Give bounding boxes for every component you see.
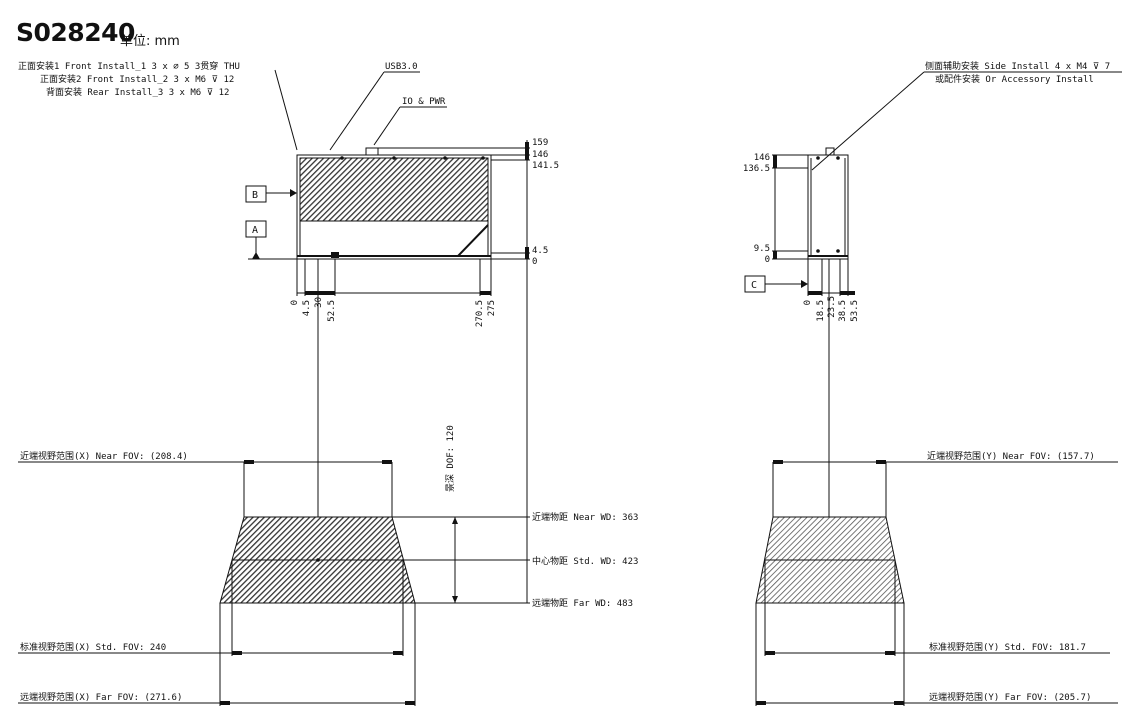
model-title: S028240 — [16, 18, 135, 47]
dim-4-5: 4.5 — [532, 246, 548, 256]
usb-label: USB3.0 — [385, 62, 418, 72]
usb-connector — [365, 147, 379, 156]
fov-x-diagram: 近端物距 Near WD: 363 中心物距 Std. WD: 423 远端物距… — [18, 450, 638, 706]
datum-a-label: A — [252, 225, 258, 236]
camera-body-side — [807, 154, 849, 260]
side-dim-136-5: 136.5 — [743, 164, 770, 174]
fov-x-near-label: 近端视野范围(X) Near FOV: (208.4) — [20, 450, 188, 462]
side-dim-0: 0 — [765, 255, 770, 265]
fov-y-near-label: 近端视野范围(Y) Near FOV: (157.7) — [927, 450, 1095, 462]
fov-y-diagram: 近端视野范围(Y) Near FOV: (157.7) 标准视野范围(Y) St… — [755, 450, 1118, 706]
side-bottom-53-5: 53.5 — [850, 300, 860, 322]
datum-c-label: C — [751, 280, 757, 291]
std-wd-label: 中心物距 Std. WD: 423 — [532, 555, 638, 567]
dim-141-5: 141.5 — [532, 161, 559, 171]
camera-body-front — [296, 154, 492, 260]
datum-b-label: B — [252, 190, 258, 201]
dim-30: 30 — [314, 297, 324, 308]
usb-leader — [329, 71, 385, 151]
side-bottom-23-5: 23.5 — [827, 296, 837, 318]
dim-159: 159 — [532, 138, 548, 148]
fov-y-std-label: 标准视野范围(Y) Std. FOV: 181.7 — [929, 641, 1086, 653]
install-leader — [274, 69, 298, 151]
io-connector — [331, 252, 339, 258]
dim-4-5-bottom: 4.5 — [302, 300, 312, 316]
front-install-1-label: 正面安装1 Front Install_1 3 x ⌀ 5 3贯穿 THU — [18, 60, 240, 72]
side-bottom-0: 0 — [803, 300, 813, 305]
dim-146: 146 — [532, 150, 548, 160]
rear-install-3-label: 背面安装 Rear Install_3 3 x M6 ⊽ 12 — [46, 86, 229, 98]
far-wd-label: 远端物距 Far WD: 483 — [532, 597, 633, 609]
fov-x-far-label: 远端视野范围(X) Far FOV: (271.6) — [20, 691, 182, 703]
near-wd-label: 近端物距 Near WD: 363 — [532, 511, 638, 523]
io-pwr-label: IO & PWR — [402, 97, 446, 107]
side-dim-146: 146 — [754, 153, 770, 163]
dim-0-bottom: 0 — [290, 300, 300, 305]
camera-hatched-area — [299, 157, 489, 222]
dim-275: 275 — [487, 300, 497, 316]
fov-y-far-label: 远端视野范围(Y) Far FOV: (205.7) — [929, 691, 1091, 703]
dim-270-5: 270.5 — [475, 300, 485, 327]
accessory-install-label: 或配件安装 Or Accessory Install — [935, 73, 1094, 85]
side-dim-9-5: 9.5 — [754, 244, 770, 254]
io-leader — [373, 106, 401, 146]
side-bottom-38-5: 38.5 — [838, 300, 848, 322]
front-install-2-label: 正面安装2 Front Install_2 3 x M6 ⊽ 12 — [40, 73, 234, 85]
bracket-diagonal — [457, 224, 489, 257]
side-bottom-18-5: 18.5 — [816, 300, 826, 322]
dim-0-right: 0 — [532, 257, 537, 267]
front-view: 正面安装1 Front Install_1 3 x ⌀ 5 3贯穿 THU 正面… — [18, 60, 559, 603]
dof-label: 景深 DOF: 120 — [445, 425, 456, 492]
side-view: 侧面辅助安装 Side Install 4 x M4 ⊽ 7 或配件安装 Or … — [743, 60, 1122, 603]
datum-b-box — [245, 185, 267, 203]
fov-x-std-label: 标准视野范围(X) Std. FOV: 240 — [20, 641, 166, 653]
side-install-label: 侧面辅助安装 Side Install 4 x M4 ⊽ 7 — [925, 60, 1110, 72]
side-install-leader — [811, 71, 925, 171]
dim-52-5: 52.5 — [327, 300, 337, 322]
unit-label: 单位: mm — [120, 34, 180, 49]
